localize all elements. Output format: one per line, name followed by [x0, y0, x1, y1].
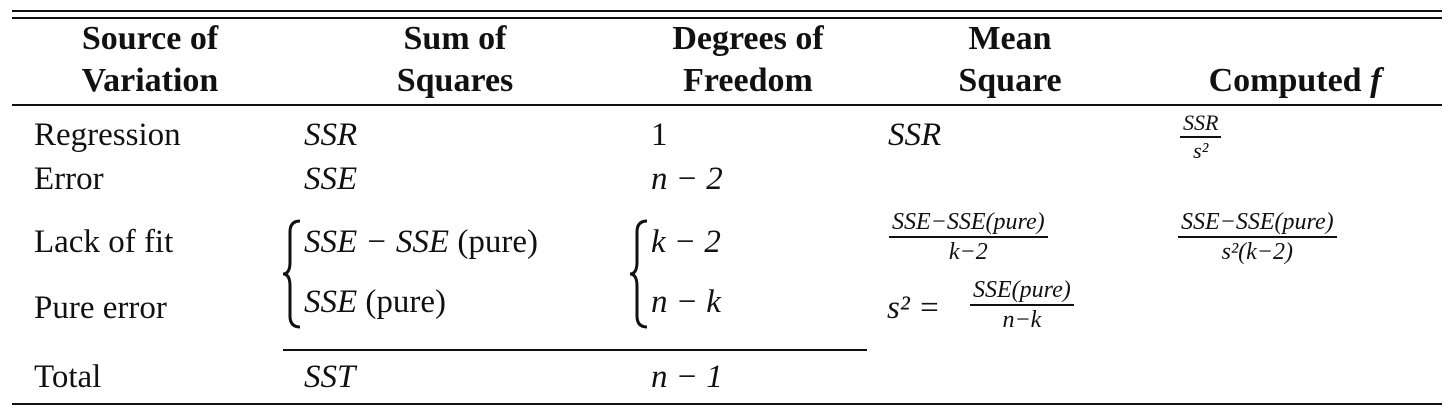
row-regression-label: Regression [34, 117, 181, 153]
row-regression-f-fraction: SSR s² [1180, 112, 1222, 163]
row-pure-error-ss: SSE (pure) [304, 286, 446, 319]
row-error-df: n − 2 [651, 161, 723, 197]
row-lack-of-fit-ss-suffix: (pure) [457, 224, 538, 260]
row-lack-of-fit-ms-fraction: SSE−SSE(pure) k−2 [889, 210, 1048, 264]
row-regression-ss: SSR [304, 117, 358, 153]
total-separator-rule [283, 349, 867, 351]
row-lack-of-fit-ms-den: k−2 [948, 239, 988, 265]
row-error-ss: SSE [304, 161, 358, 197]
top-double-rule-2 [12, 17, 1442, 19]
row-pure-error-ms-den: n−k [1002, 307, 1042, 333]
row-total-df: n − 1 [651, 359, 723, 395]
bottom-rule [12, 403, 1442, 405]
degrees-brace [629, 219, 648, 329]
header-f-symbol: f [1370, 62, 1382, 99]
row-lack-of-fit-label: Lack of fit [34, 224, 174, 260]
header-mean-square-line1: Mean [968, 20, 1052, 57]
row-lack-of-fit-ms-num: SSE−SSE(pure) [889, 210, 1048, 238]
header-source-line1: Source of [81, 20, 219, 57]
header-degrees-line1: Degrees of [672, 20, 824, 57]
row-lack-of-fit-ss-expr: SSE − SSE [304, 224, 450, 260]
row-total-ss: SST [304, 359, 356, 395]
row-lack-of-fit-ss: SSE − SSE (pure) [304, 226, 538, 259]
row-lack-of-fit-f-fraction: SSE−SSE(pure) s²(k−2) [1178, 210, 1337, 264]
row-lack-of-fit-f-den: s²(k−2) [1221, 239, 1293, 265]
row-pure-error-label: Pure error [34, 290, 167, 326]
header-sum-squares-line2: Squares [396, 62, 514, 99]
row-error-label: Error [34, 161, 104, 197]
row-lack-of-fit-f-num: SSE−SSE(pure) [1178, 210, 1337, 238]
row-pure-error-ms-lhs: s² = [887, 290, 941, 326]
header-source-line2: Variation [81, 62, 219, 99]
row-pure-error-df: n − k [651, 284, 721, 320]
top-double-rule-1 [12, 10, 1442, 12]
header-sum-squares-line1: Sum of [403, 20, 507, 57]
row-regression-df: 1 [651, 117, 668, 153]
row-pure-error-ms-num: SSE(pure) [970, 278, 1074, 306]
row-total-label: Total [34, 359, 102, 395]
header-computed-f: Computed f [1170, 64, 1420, 98]
row-lack-of-fit-df: k − 2 [651, 224, 721, 260]
row-regression-ms: SSR [888, 117, 942, 153]
header-mean-square-line2: Square [958, 62, 1062, 99]
row-pure-error-ss-suffix: (pure) [365, 284, 447, 320]
row-pure-error-ss-expr: SSE [304, 284, 358, 320]
header-rule [12, 104, 1442, 106]
header-computed-label: Computed [1208, 62, 1362, 99]
row-pure-error-ms-fraction: SSE(pure) n−k [970, 278, 1074, 332]
row-regression-f-num: SSR [1180, 112, 1222, 138]
header-degrees-line2: Freedom [683, 62, 813, 99]
row-regression-f-den: s² [1193, 138, 1209, 163]
sum-squares-brace [282, 219, 301, 329]
